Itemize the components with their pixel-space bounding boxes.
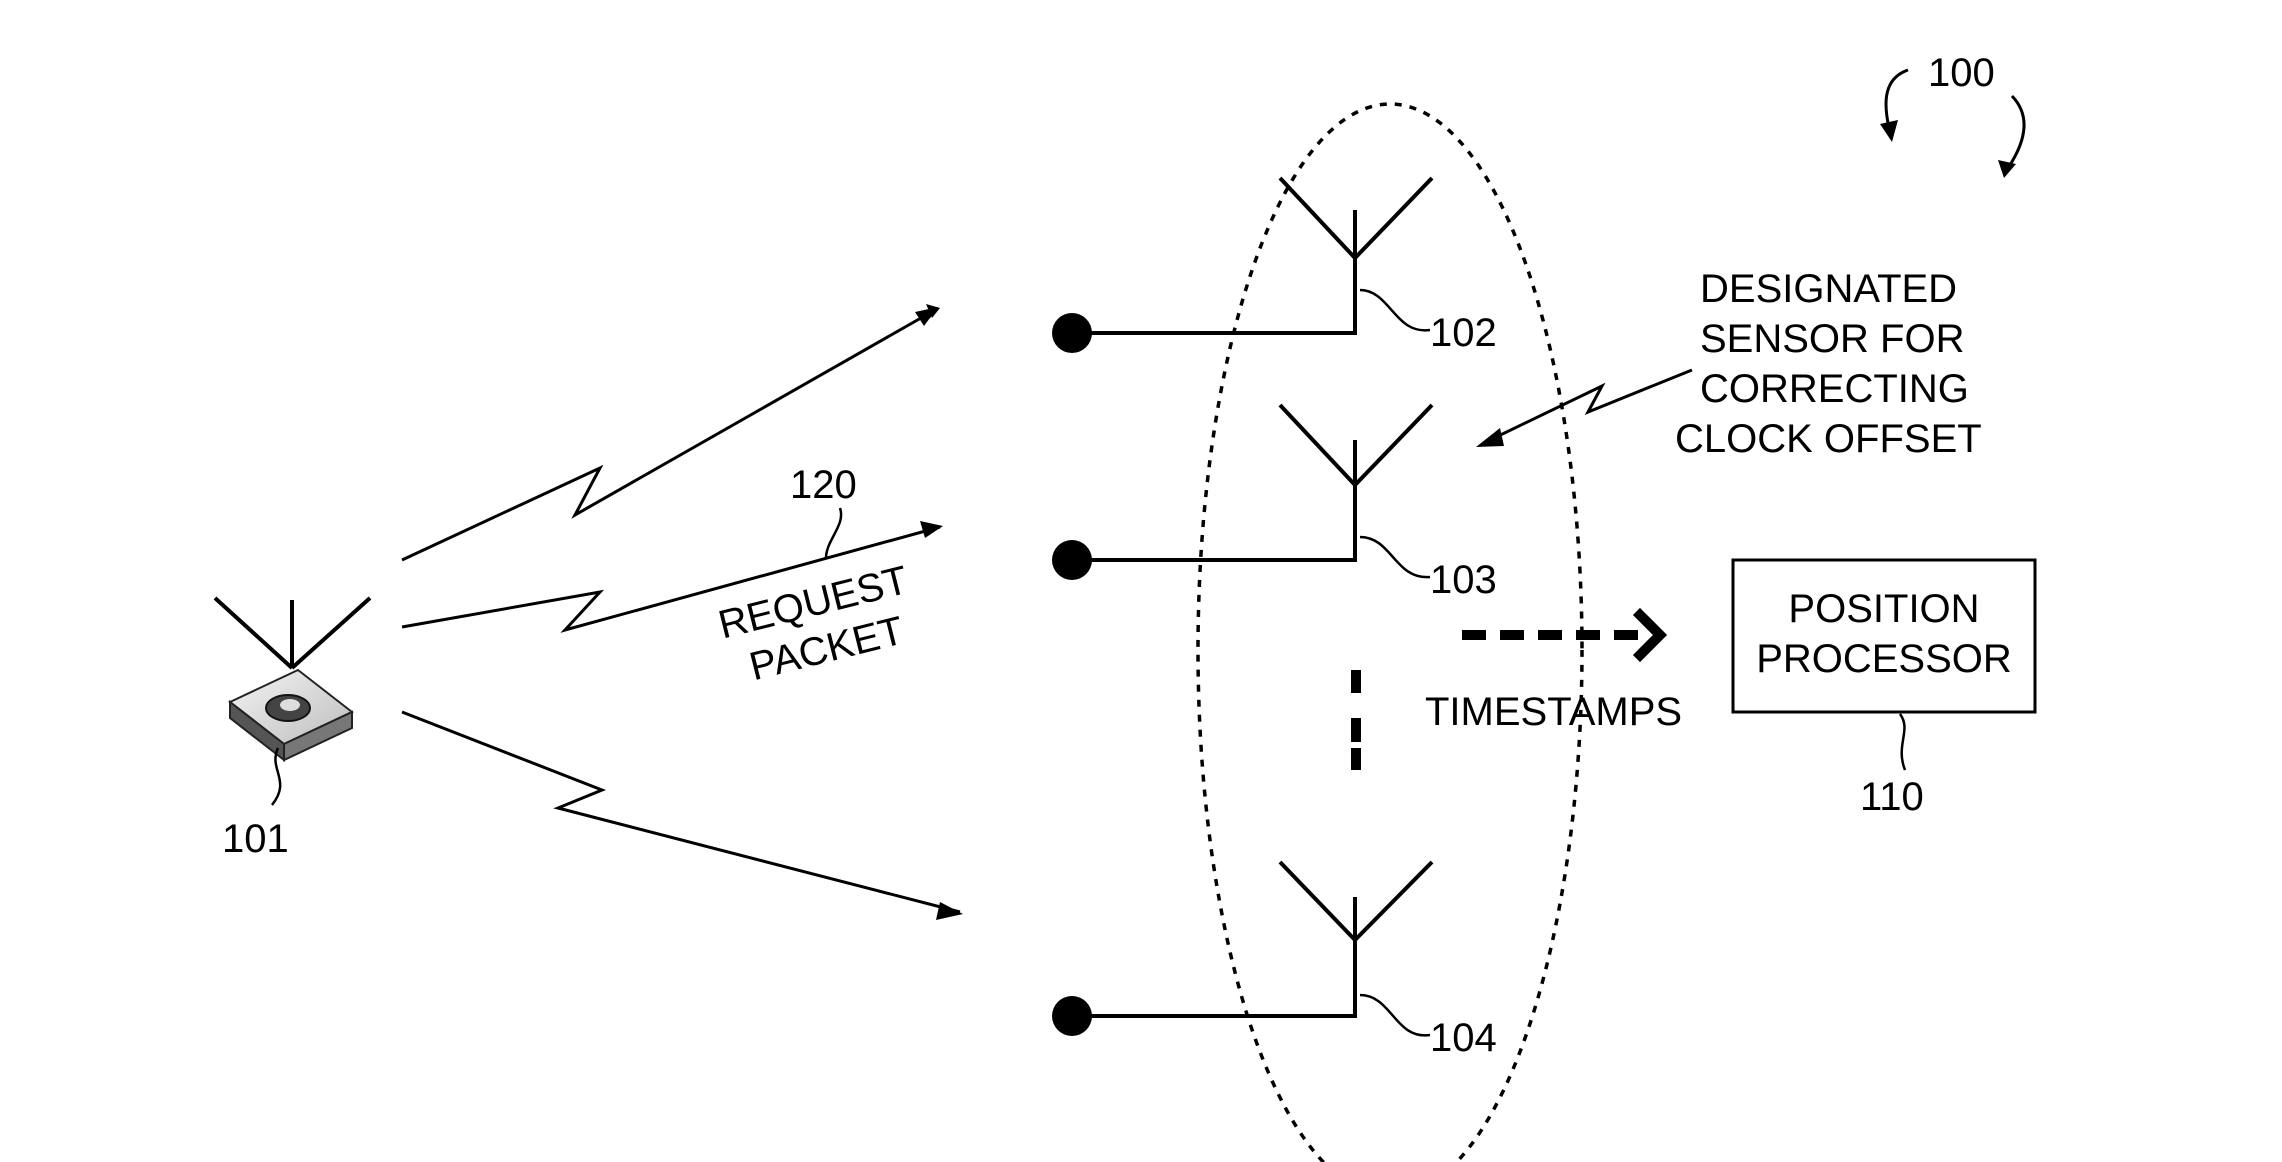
sensor-102-ref-label: 102 bbox=[1430, 311, 1497, 355]
sensor-104: 104 bbox=[1052, 862, 1497, 1060]
designated-line1: DESIGNATED bbox=[1700, 267, 1957, 311]
arrowhead-to-sensor-102-b bbox=[915, 307, 938, 326]
transmission-arrow-to-sensor-104 bbox=[402, 712, 960, 912]
sensor-103-line bbox=[1072, 485, 1355, 560]
designated-sensor-arrow bbox=[1490, 370, 1692, 440]
request-packet-leader bbox=[826, 508, 841, 558]
system-ref-arrowhead-right bbox=[1998, 160, 2016, 178]
system-ref-label: 100 bbox=[1928, 51, 1995, 95]
request-packet-text: REQUEST PACKET bbox=[714, 558, 924, 694]
sensor-103: 103 bbox=[1052, 405, 1497, 602]
position-processor-ref-label: 110 bbox=[1860, 775, 1924, 819]
sensor-104-leader bbox=[1360, 995, 1430, 1035]
position-processor-line2: PROCESSOR bbox=[1756, 637, 2012, 681]
request-packet-ref-label: 120 bbox=[790, 463, 857, 507]
transmission-arrow-to-sensor-102 bbox=[402, 310, 935, 560]
sensor-102-line bbox=[1072, 258, 1355, 333]
antenna-icon bbox=[1280, 405, 1432, 485]
designated-line3: CORRECTING bbox=[1700, 367, 1969, 411]
sensor-102-leader bbox=[1360, 290, 1430, 330]
designated-line4: CLOCK OFFSET bbox=[1675, 417, 1982, 461]
position-processor-line1: POSITION bbox=[1788, 587, 1979, 631]
timestamps-label: TIMESTAMPS bbox=[1425, 690, 1682, 734]
mobile-device-ref-label: 101 bbox=[222, 817, 289, 861]
position-processor: POSITION PROCESSOR 110 bbox=[1733, 560, 2035, 819]
sensor-104-line bbox=[1072, 940, 1355, 1016]
wireless-device-icon bbox=[215, 598, 370, 760]
position-processor-leader bbox=[1900, 714, 1905, 770]
system-ref-arrow-right bbox=[2008, 96, 2024, 168]
arrowhead-request-packet bbox=[920, 521, 943, 538]
sensor-103-leader bbox=[1360, 537, 1430, 577]
sensor-group-ellipse bbox=[1198, 104, 1582, 1162]
sensor-103-ref-label: 103 bbox=[1430, 558, 1497, 602]
antenna-icon bbox=[1280, 862, 1432, 940]
position-processor-box bbox=[1733, 560, 2035, 712]
sensor-102: 102 bbox=[1052, 178, 1497, 355]
timestamps-arrowhead bbox=[1640, 615, 1660, 655]
designated-sensor-arrowhead bbox=[1476, 428, 1504, 447]
mobile-device: 101 bbox=[215, 598, 370, 861]
designated-sensor-text: DESIGNATED SENSOR FOR CORRECTING CLOCK O… bbox=[1675, 267, 1982, 461]
system-ref-arrowhead-left bbox=[1880, 120, 1898, 142]
antenna-icon bbox=[1280, 178, 1432, 258]
sensor-104-ref-label: 104 bbox=[1430, 1016, 1497, 1060]
designated-line2: SENSOR FOR bbox=[1700, 317, 1964, 361]
